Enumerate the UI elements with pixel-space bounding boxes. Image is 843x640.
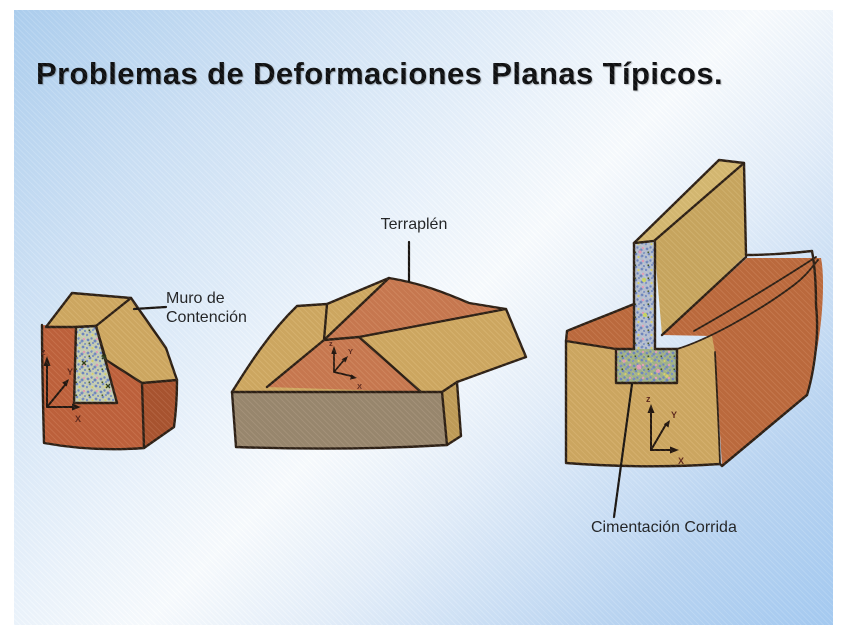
y-axis-arrow <box>341 356 348 363</box>
embankment-top-face <box>324 278 506 340</box>
retaining-wall-label: Muro de Contención <box>166 289 247 327</box>
z-axis-arrow <box>647 404 655 413</box>
z-axis-label: z <box>41 347 46 357</box>
retaining-wall-figure: z Y X <box>40 291 179 451</box>
retaining-wall-label-line1: Muro de <box>166 290 225 307</box>
base-front-face <box>232 392 447 449</box>
x-axis-label: X <box>678 456 684 466</box>
embankment-label: Terraplén <box>380 216 448 233</box>
strip-footing-label: Cimentación Corrida <box>591 519 737 536</box>
muro-pointer-line <box>132 305 168 311</box>
wall-top-face <box>634 160 744 243</box>
ground-front-face <box>566 336 720 467</box>
x-axis-arrow <box>670 446 679 454</box>
wall-cross-section <box>72 324 119 405</box>
z-axis-label: z <box>329 339 333 348</box>
slide-background: Problemas de Deformaciones Planas Típico… <box>14 10 833 625</box>
soil-marks <box>81 354 111 389</box>
slide-title: Problemas de Deformaciones Planas Típico… <box>36 56 723 91</box>
y-axis-label: Y <box>671 410 677 420</box>
z-axis-arrow <box>43 356 51 366</box>
strip-footing-figure: z Y X <box>564 158 824 519</box>
wall-stem-cross-section <box>634 243 655 349</box>
wall-side-face <box>654 163 746 335</box>
y-axis-label: Y <box>348 347 353 356</box>
backfill-slope <box>96 298 177 383</box>
z-axis-label: z <box>646 394 651 404</box>
x-axis-arrow <box>72 403 81 411</box>
cimentacion-pointer-line <box>612 382 634 519</box>
y-axis-label: Y <box>67 367 73 377</box>
retained-soil-top <box>46 293 131 327</box>
axis-triad: z Y X <box>41 347 81 424</box>
y-axis-arrow <box>62 379 69 387</box>
footing-cross-section <box>616 349 677 383</box>
x-axis-arrow <box>350 374 357 380</box>
ground-top-left-sliver <box>566 304 634 349</box>
z-axis-arrow <box>331 346 337 354</box>
x-axis-label: X <box>357 382 362 391</box>
retaining-wall-label-line2: Contención <box>166 309 247 326</box>
embankment-figure: z Y X <box>230 240 528 450</box>
y-axis-arrow <box>663 420 670 428</box>
base-side-face <box>442 382 461 445</box>
embankment-front-slope <box>267 337 421 392</box>
axis-triad: z Y X <box>646 394 684 466</box>
x-axis-label: X <box>75 414 81 424</box>
axis-triad: z Y X <box>329 339 362 391</box>
